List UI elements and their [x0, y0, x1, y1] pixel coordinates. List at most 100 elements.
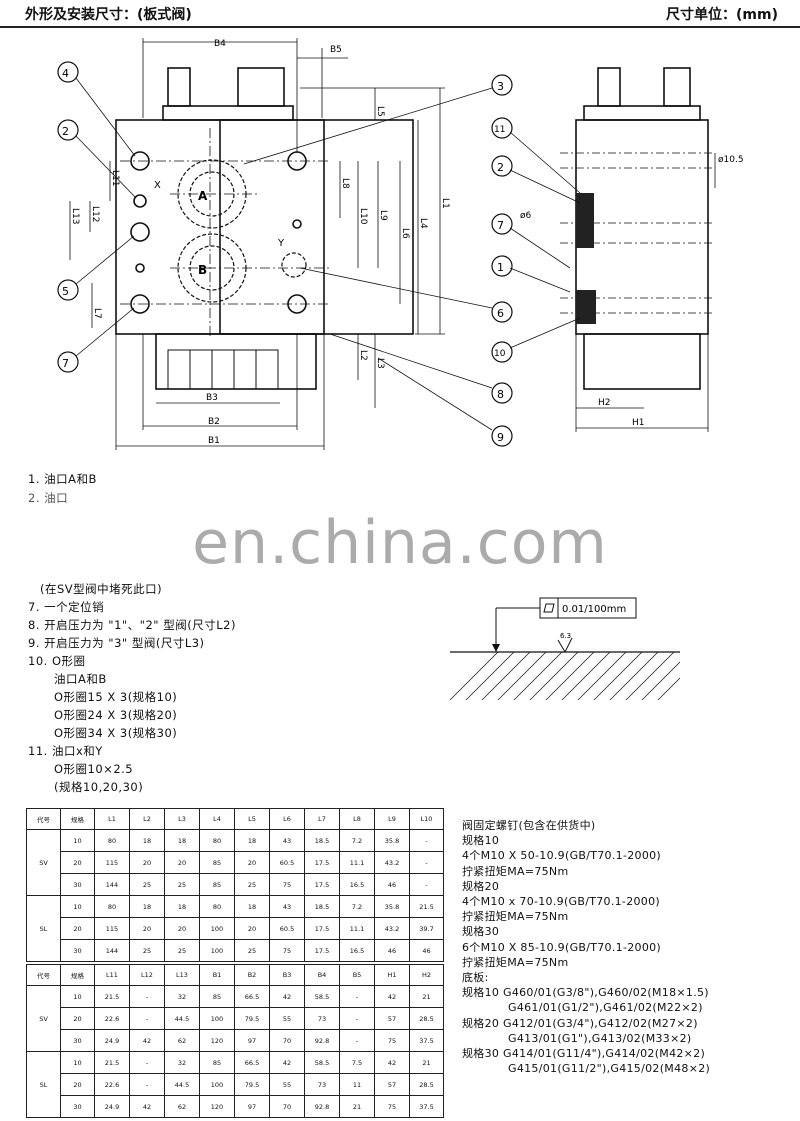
table-cell: 17.5 — [304, 917, 340, 940]
table-cell: 30 — [60, 1029, 95, 1052]
table-cell: 22.6 — [94, 1007, 130, 1030]
table-cell: 43.2 — [374, 917, 410, 940]
table-cell: 42 — [269, 985, 305, 1008]
table-cell: 144 — [94, 873, 130, 896]
table-cell: 18.5 — [304, 829, 340, 852]
table-cell: 55 — [269, 1007, 305, 1030]
table-cell: 18 — [234, 895, 270, 918]
table-cell: 97 — [234, 1029, 270, 1052]
table-cell: 85 — [199, 851, 235, 874]
table-header-cell: B3 — [269, 964, 305, 986]
table-cell: 75 — [374, 1029, 410, 1052]
callout-3: 3 — [497, 80, 504, 93]
dim-l5: L5 — [375, 106, 385, 117]
port-y-label: Y — [277, 238, 285, 249]
table-cell: 30 — [60, 873, 95, 896]
table-cell: 17.5 — [304, 873, 340, 896]
table-cell: 85 — [199, 1051, 235, 1074]
table-cell: 115 — [94, 851, 130, 874]
table-cell: 42 — [129, 1095, 165, 1118]
table-cell: 79.5 — [234, 1007, 270, 1030]
table-cell: 80 — [94, 829, 130, 852]
flatness-icon — [543, 603, 555, 613]
roughness-value: 6.3 — [560, 632, 571, 640]
table-cell: 85 — [199, 985, 235, 1008]
table-cell: 80 — [199, 829, 235, 852]
callout-11: 11 — [494, 125, 505, 135]
table-cell: 10 — [60, 985, 95, 1008]
table-header-cell: B4 — [304, 964, 340, 986]
table-cell: 10 — [60, 829, 95, 852]
note-line: 规格10 — [462, 834, 500, 848]
note-line: 6个M10 X 85-10.9(GB/T70.1-2000) — [462, 940, 662, 954]
table-header-cell: L10 — [409, 808, 444, 830]
table-cell: 75 — [269, 939, 305, 962]
table-cell: 18 — [164, 895, 200, 918]
table-cell: SL — [26, 1051, 61, 1118]
table-cell: 60.5 — [269, 917, 305, 940]
table-cell: 17.5 — [304, 939, 340, 962]
table-cell: - — [409, 873, 444, 896]
table-cell: 20 — [164, 917, 200, 940]
table-cell: 58.5 — [304, 985, 340, 1008]
table-cell: 18 — [164, 829, 200, 852]
legend-item: O形圈24 X 3(规格20) — [54, 708, 178, 722]
table-header-cell: L8 — [339, 808, 375, 830]
surface-spec: 0.01/100mm 6.3 — [450, 597, 680, 700]
table-cell: 42 — [374, 1051, 410, 1074]
note-line: 4个M10 x 70-10.9(GB/T70.1-2000) — [462, 895, 660, 909]
callout-2-side: 2 — [497, 161, 504, 174]
table-cell: SL — [26, 895, 61, 962]
table-cell: - — [129, 1007, 165, 1030]
dim-l1: L1 — [440, 198, 450, 209]
table-cell: 60.5 — [269, 851, 305, 874]
table-cell: 44.5 — [164, 1073, 200, 1096]
table-cell: - — [339, 1007, 375, 1030]
table-cell: 25 — [234, 939, 270, 962]
table-cell: 25 — [129, 939, 165, 962]
table-header-cell: L5 — [234, 808, 270, 830]
table-cell: 43 — [269, 829, 305, 852]
table-cell: - — [129, 1073, 165, 1096]
table-cell: 18 — [129, 895, 165, 918]
table-cell: 7.5 — [339, 1051, 375, 1074]
legend-item: 7. 一个定位销 — [28, 600, 105, 614]
callout-7-side: 7 — [497, 219, 504, 232]
table-cell: 20 — [164, 851, 200, 874]
table-cell: SV — [26, 985, 61, 1052]
legend-item: (在SV型阀中堵死此口) — [40, 582, 163, 596]
legend-item: 10. O形圈 — [28, 654, 86, 668]
table-cell: 11 — [339, 1073, 375, 1096]
table-header-cell: L7 — [304, 808, 340, 830]
table-cell: 10 — [60, 1051, 95, 1074]
table-cell: 42 — [269, 1051, 305, 1074]
note-line: 4个M10 X 50-10.9(GB/T70.1-2000) — [462, 849, 662, 863]
table-cell: 28.5 — [409, 1073, 444, 1096]
table-cell: 79.5 — [234, 1073, 270, 1096]
table-cell: 70 — [269, 1029, 305, 1052]
table-cell: 92.8 — [304, 1029, 340, 1052]
table-cell: 11.1 — [339, 851, 375, 874]
table-header-cell: B5 — [339, 964, 375, 986]
dim-l2: L2 — [358, 350, 368, 361]
table-cell: 66.5 — [234, 985, 270, 1008]
table-header-cell: L6 — [269, 808, 305, 830]
table-cell: 35.8 — [374, 829, 410, 852]
dim-b1: B1 — [208, 436, 220, 446]
note-line: 拧紧扭矩MA=75Nm — [462, 910, 569, 924]
table-cell: 30 — [60, 1095, 95, 1118]
dim-l6: L6 — [400, 228, 410, 239]
table-cell: 20 — [129, 851, 165, 874]
table-header-cell: 代号 — [26, 808, 61, 830]
table-header-cell: L13 — [164, 964, 200, 986]
table-cell: 100 — [199, 917, 235, 940]
dim-l3: L3 — [375, 358, 385, 369]
table-cell: 22.6 — [94, 1073, 130, 1096]
table-cell: - — [129, 985, 165, 1008]
dim-l13: L13 — [70, 208, 80, 224]
